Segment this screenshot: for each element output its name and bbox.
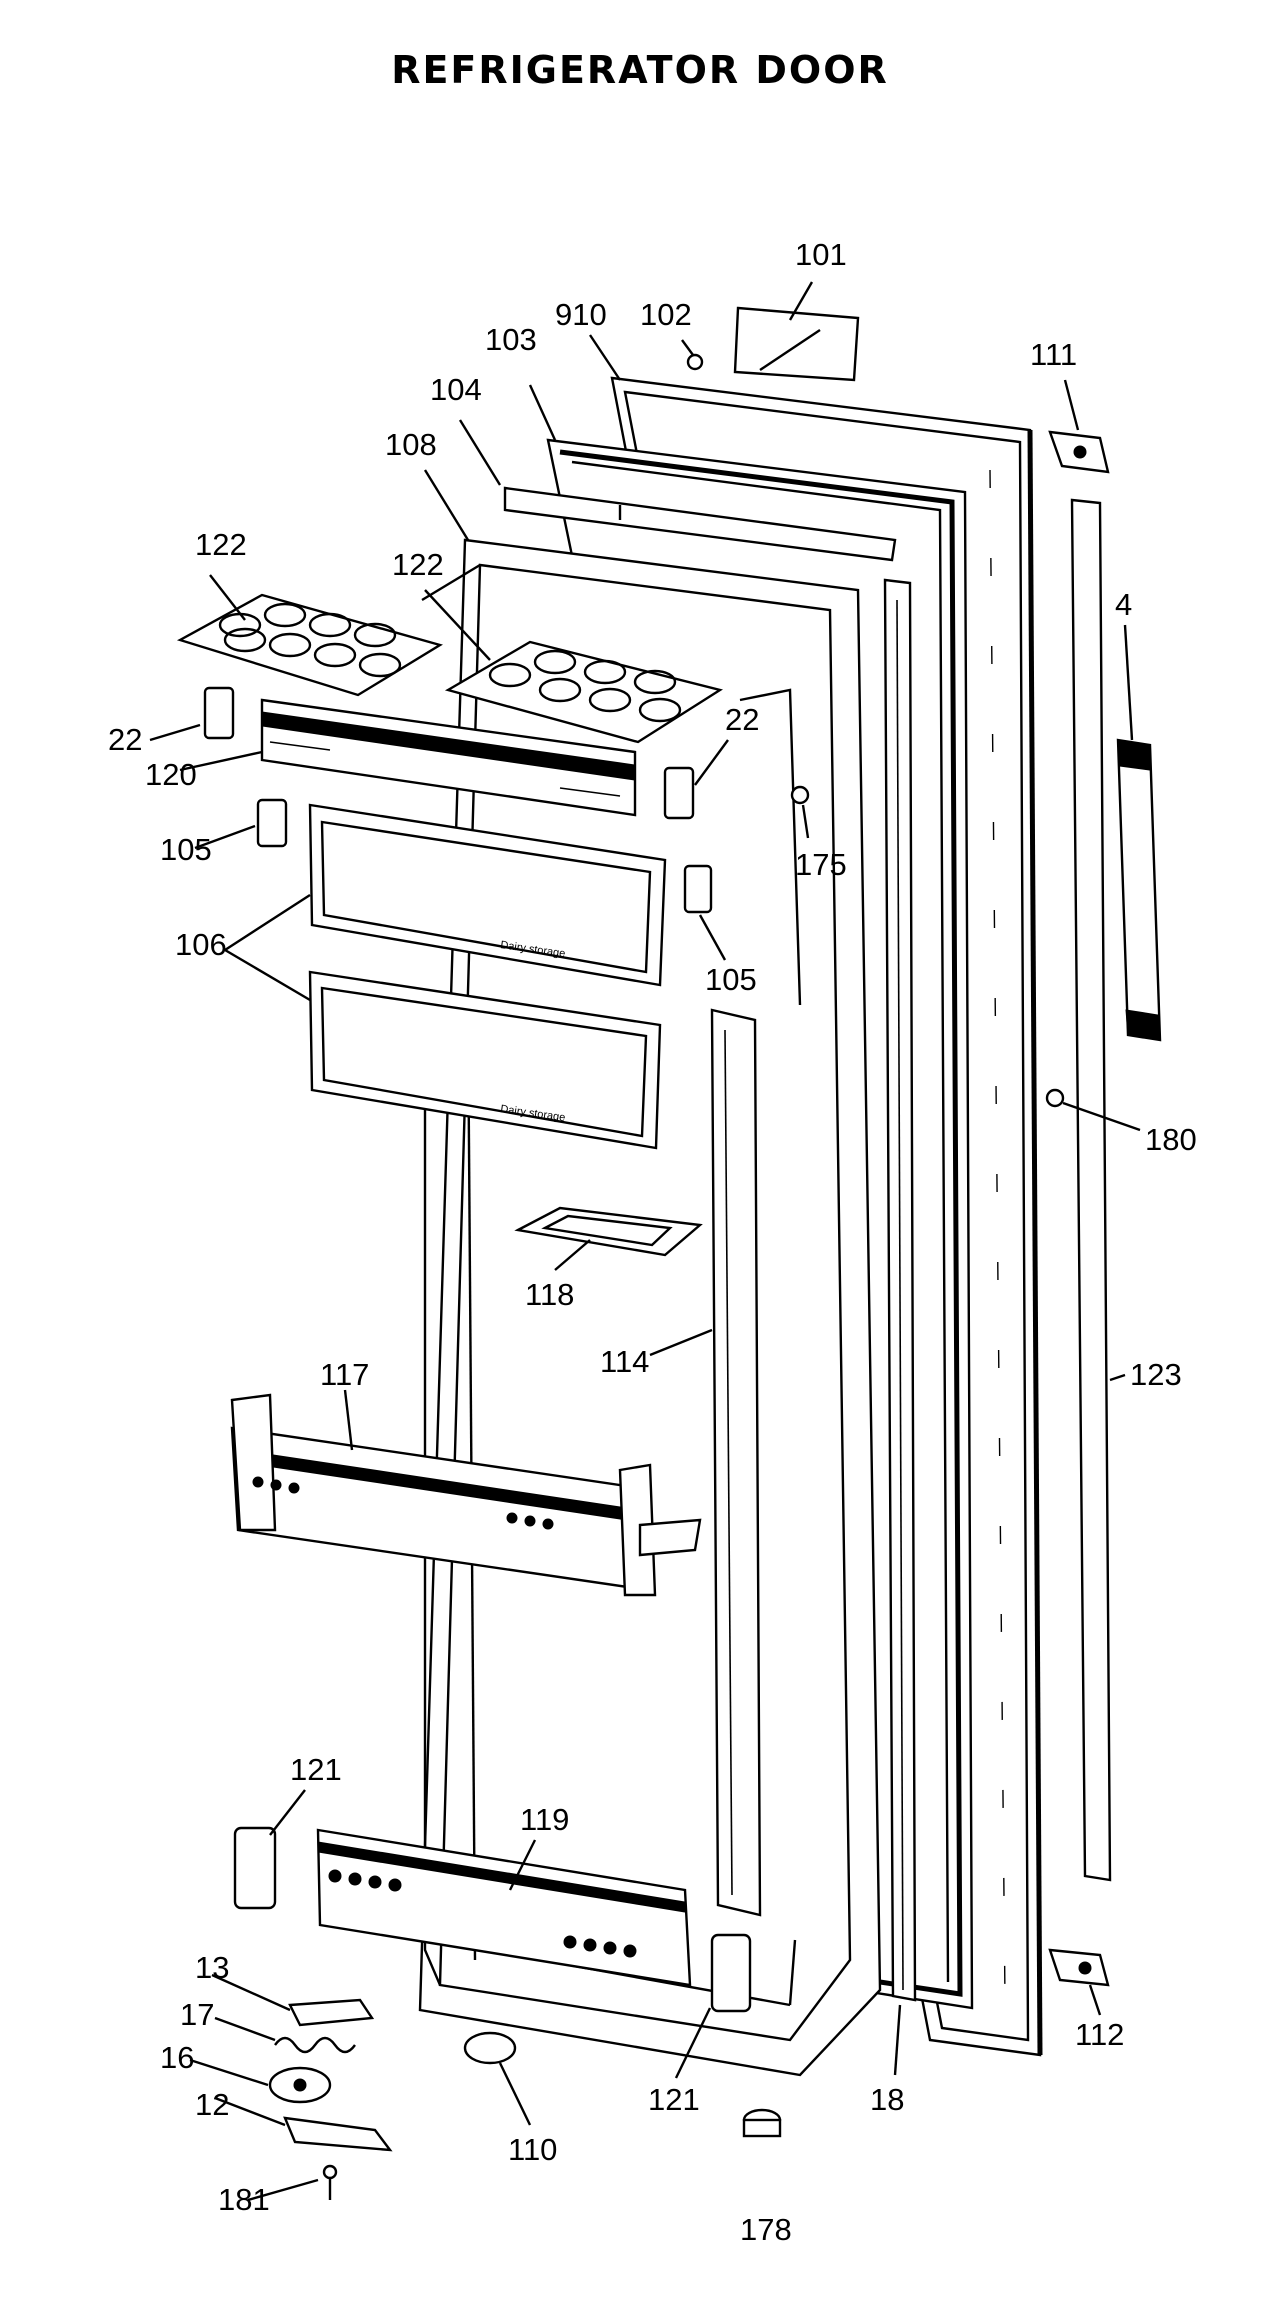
part-label: 117 xyxy=(320,1357,369,1392)
side-rail xyxy=(1070,498,1112,1882)
part-label: 121 xyxy=(290,1752,342,1787)
small-tray xyxy=(514,1206,703,1257)
screw xyxy=(686,353,704,371)
part-label: 105 xyxy=(160,832,212,867)
bottom-shelf-rail xyxy=(316,1828,692,1987)
cover-plate xyxy=(733,306,860,382)
bottom-hinge-bracket xyxy=(1048,1948,1110,1987)
bumper xyxy=(463,2031,517,2065)
part-labels: 101 102 910 103 104 108 122 122 111 4 22… xyxy=(108,237,1197,2247)
top-hinge-bracket xyxy=(1048,430,1110,474)
rail-end-cap-left xyxy=(233,1826,277,1910)
part-label: 102 xyxy=(640,297,692,332)
part-label: 22 xyxy=(725,702,759,737)
part-label: 118 xyxy=(525,1277,574,1312)
part-label: 112 xyxy=(1075,2017,1124,2052)
part-label: 104 xyxy=(430,372,482,407)
part-label: 121 xyxy=(648,2082,700,2117)
part-label: 12 xyxy=(195,2087,229,2122)
egg-tray-right xyxy=(444,640,723,744)
part-label: 122 xyxy=(392,547,444,582)
breaker-strip xyxy=(503,486,897,562)
rail-end-cap-right xyxy=(710,1933,752,2013)
shelf-support-rail xyxy=(710,1008,762,1917)
bin-end-cap-right xyxy=(683,864,713,914)
part-label: 16 xyxy=(160,2040,194,2075)
part-label: 119 xyxy=(520,1802,569,1837)
part-label: 180 xyxy=(1145,1122,1197,1157)
part-label: 114 xyxy=(600,1344,649,1379)
door-handle xyxy=(1116,738,1162,1042)
part-label: 123 xyxy=(1130,1357,1182,1392)
part-label: 103 xyxy=(485,322,537,357)
part-label: 106 xyxy=(175,927,227,962)
part-label: 122 xyxy=(195,527,247,562)
part-label: 175 xyxy=(795,847,847,882)
part-label: 18 xyxy=(870,2082,904,2117)
part-label: 4 xyxy=(1115,587,1132,622)
spring xyxy=(274,2036,356,2054)
part-label: 111 xyxy=(1030,337,1077,372)
part-label: 910 xyxy=(555,297,607,332)
part-label: 120 xyxy=(145,757,197,792)
part-label: 105 xyxy=(705,962,757,997)
upper-shelf-rail xyxy=(260,698,637,817)
part-label: 108 xyxy=(385,427,437,462)
egg-tray-left xyxy=(176,593,443,697)
screw xyxy=(1045,1088,1065,1108)
part-label: 13 xyxy=(195,1950,229,1985)
part-label: 101 xyxy=(795,237,847,272)
plate xyxy=(288,1998,375,2027)
dairy-bin-lower: Dairy storage xyxy=(308,970,662,1150)
door-shelf xyxy=(230,1393,702,1597)
part-label: 110 xyxy=(508,2132,557,2167)
page-title: REFRIGERATOR DOOR xyxy=(391,48,889,92)
gasket-channel-strip xyxy=(883,578,917,2002)
retainer-clip-left xyxy=(203,686,235,740)
latch xyxy=(283,2116,393,2152)
part-label: 181 xyxy=(218,2182,270,2217)
retainer-clip-right xyxy=(663,766,695,820)
part-label: 178 xyxy=(740,2212,792,2247)
bin-end-cap-left xyxy=(256,798,288,848)
leader-lines xyxy=(149,281,1141,2202)
part-label: 17 xyxy=(180,1997,214,2032)
part-label: 22 xyxy=(108,722,142,757)
screw xyxy=(790,785,810,805)
dairy-bin-upper: Dairy storage xyxy=(308,803,667,987)
